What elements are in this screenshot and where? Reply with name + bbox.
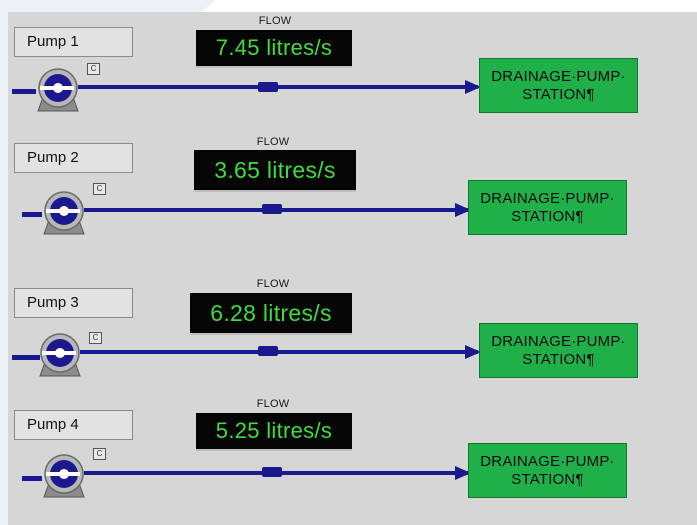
pipe-valve-icon xyxy=(262,467,282,477)
inlet-pipe xyxy=(12,89,36,94)
pump-label[interactable]: Pump 1 xyxy=(14,27,133,57)
control-mode-badge: C xyxy=(93,448,106,460)
inlet-pipe xyxy=(22,212,42,217)
flow-readout: 6.28 litres/s xyxy=(190,293,352,335)
drainage-pump-station-box[interactable]: DRAINAGE·PUMP· STATION¶ xyxy=(468,443,627,498)
pipe-valve-icon xyxy=(258,346,278,356)
flow-caption: FLOW xyxy=(258,15,292,27)
flow-direction-arrow-icon xyxy=(455,203,471,217)
inlet-pipe xyxy=(12,355,40,360)
station-label-line2: STATION¶ xyxy=(522,351,595,368)
flow-direction-arrow-icon xyxy=(455,466,471,480)
flow-caption: FLOW xyxy=(256,136,290,148)
pump-label[interactable]: Pump 4 xyxy=(14,410,133,440)
pipe-valve-icon xyxy=(262,204,282,214)
station-label-line2: STATION¶ xyxy=(522,86,595,103)
centrifugal-pump-icon[interactable] xyxy=(34,66,90,114)
station-label-line1: DRAINAGE·PUMP· xyxy=(491,68,626,85)
control-mode-badge: C xyxy=(89,332,102,344)
control-mode-badge: C xyxy=(87,63,100,75)
pipe-valve-icon xyxy=(258,82,278,92)
drainage-pump-station-box[interactable]: DRAINAGE·PUMP· STATION¶ xyxy=(479,323,638,378)
station-label-line1: DRAINAGE·PUMP· xyxy=(491,333,626,350)
centrifugal-pump-icon[interactable] xyxy=(36,331,92,379)
centrifugal-pump-icon[interactable] xyxy=(40,189,96,237)
flow-caption: FLOW xyxy=(256,398,290,410)
pump-label[interactable]: Pump 2 xyxy=(14,143,133,173)
outlet-pipe xyxy=(78,85,478,89)
flow-readout: 5.25 litres/s xyxy=(196,413,352,451)
drainage-pump-station-box[interactable]: DRAINAGE·PUMP· STATION¶ xyxy=(479,58,638,113)
centrifugal-pump-icon[interactable] xyxy=(40,452,96,500)
control-mode-badge: C xyxy=(93,183,106,195)
station-label-line2: STATION¶ xyxy=(511,471,584,488)
station-label-line2: STATION¶ xyxy=(511,208,584,225)
flow-readout: 3.65 litres/s xyxy=(194,150,356,192)
flow-direction-arrow-icon xyxy=(465,345,481,359)
flow-readout: 7.45 litres/s xyxy=(196,30,352,68)
station-label-line1: DRAINAGE·PUMP· xyxy=(480,453,615,470)
pump-label[interactable]: Pump 3 xyxy=(14,288,133,318)
flow-direction-arrow-icon xyxy=(465,80,481,94)
station-label-line1: DRAINAGE·PUMP· xyxy=(480,190,615,207)
inlet-pipe xyxy=(22,476,42,481)
background-decoration xyxy=(0,0,215,12)
drainage-pump-station-box[interactable]: DRAINAGE·PUMP· STATION¶ xyxy=(468,180,627,235)
flow-caption: FLOW xyxy=(256,278,290,290)
outlet-pipe xyxy=(80,350,478,354)
